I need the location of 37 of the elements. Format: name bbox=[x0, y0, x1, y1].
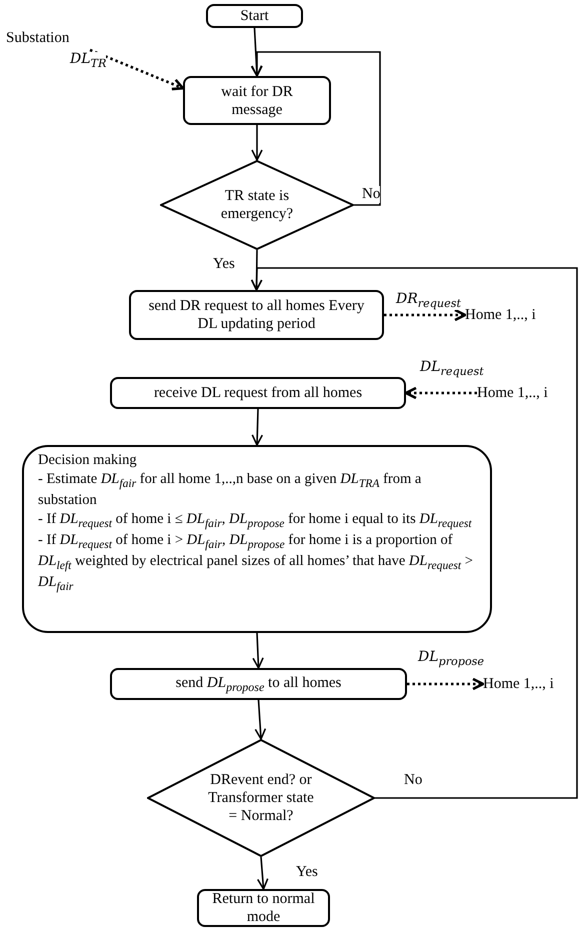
process-box bbox=[22, 445, 492, 633]
box-text: - If DL$_{request}$ of home i > DL$_{fair}$, DL$_{propose}$ for home i is a proportion of DL$_{left}$ weighted by electrical panel sizes of all homes’ that have DL$_{request}$ > DL$_{fair}$ bbox=[38, 530, 474, 594]
endpoint-label: Home 1,.., i bbox=[477, 383, 577, 403]
box-text: receive DL request from all homes bbox=[154, 384, 362, 402]
arrow bbox=[250, 267, 578, 799]
edge-label: DL$_{propose}$ bbox=[418, 650, 484, 668]
arrow bbox=[252, 632, 264, 669]
box-text: Start bbox=[240, 7, 269, 25]
endpoint-label: Home 1,.., i bbox=[465, 305, 565, 325]
process-box bbox=[110, 377, 406, 409]
terminal-box bbox=[206, 4, 303, 28]
box-text: send DR request to all homes Every DL updating period bbox=[148, 297, 366, 333]
arrow bbox=[251, 125, 263, 161]
process-box bbox=[110, 668, 407, 700]
dotted-arrow bbox=[90, 48, 184, 90]
arrow bbox=[251, 408, 264, 446]
box-heading: Decision making bbox=[38, 451, 137, 470]
box-text: Return to normal mode bbox=[211, 890, 316, 926]
arrow bbox=[256, 856, 268, 890]
dotted-arrow bbox=[384, 308, 466, 322]
process-box bbox=[183, 76, 331, 125]
edge-label: DR$_{request}$ bbox=[396, 292, 461, 310]
endpoint-label: Substation bbox=[6, 28, 88, 48]
box-text: send DL$_{propose}$ to all homes bbox=[176, 674, 342, 694]
box-text: - If DL$_{request}$ of home i ≤ DL$_{fair}$, DL$_{propose}$ for home i equal to its DL$_{request}$ bbox=[38, 510, 472, 531]
decision-text: TR state is emergency? bbox=[220, 187, 294, 223]
terminal-box bbox=[197, 889, 330, 927]
endpoint-label: Home 1,.., i bbox=[483, 674, 578, 694]
dotted-arrow bbox=[404, 386, 477, 400]
box-text: wait for DR message bbox=[220, 82, 294, 118]
process-box bbox=[129, 290, 384, 340]
edge-label: No bbox=[362, 186, 380, 202]
decision-text: DRevent end? or Transformer state = Normal? bbox=[207, 771, 315, 825]
dotted-arrow bbox=[407, 678, 484, 690]
edge-label: DL$_{request}$ bbox=[420, 360, 484, 378]
arrow bbox=[251, 51, 381, 206]
arrow bbox=[254, 700, 266, 740]
